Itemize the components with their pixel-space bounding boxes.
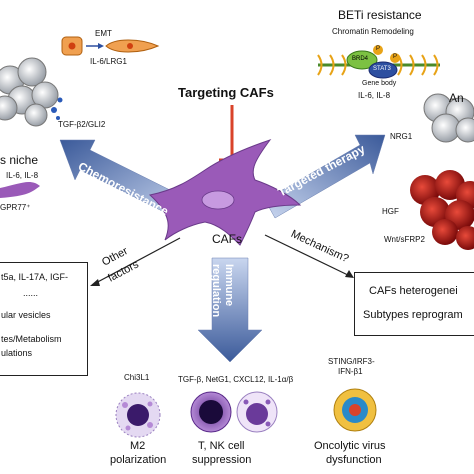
tnk-label-1: T, NK cell	[198, 440, 245, 452]
an-label: An	[449, 91, 464, 105]
phospho-site-2	[390, 53, 400, 63]
other-factors-line-2: ......	[23, 288, 39, 298]
chromatin-remodeling-label: Chromatin Remodeling	[332, 27, 414, 36]
cafs-label: CAFs	[212, 232, 242, 246]
emt-label: EMT	[95, 29, 112, 38]
il6-lrg1-label: IL-6/LRG1	[90, 57, 127, 66]
other-factors-arrow	[91, 237, 181, 286]
sting-label-2: IFN-β1	[338, 367, 363, 376]
mechanism-arrow	[264, 234, 353, 278]
oncolytic-label-2: dysfunction	[326, 454, 382, 466]
nrg1-label: NRG1	[390, 132, 413, 141]
sting-label-1: STING/IRF3-	[328, 357, 375, 366]
other-factors-box: t5a, IL-17A, IGF- ...... ular vesicles t…	[0, 262, 88, 376]
brd4-protein	[346, 50, 378, 70]
targeting-cafs-title: Targeting CAFs	[178, 85, 274, 100]
caf-cell-small-left	[0, 182, 40, 198]
il6-il8-label-left: IL-6, IL-8	[6, 171, 39, 180]
chromatin-graphic	[317, 45, 440, 79]
phospho-label-2: P	[393, 54, 398, 60]
gene-body-label: Gene body	[362, 80, 397, 87]
immune-regulation-arrow	[197, 257, 263, 363]
tnk-label-2: suppression	[192, 454, 252, 466]
immune-label-1: Immune	[223, 264, 235, 307]
gpr77-label: GPR77⁺	[0, 203, 31, 212]
mechanism-line-2: Subtypes reprogram	[363, 309, 463, 321]
oncolytic-virus	[333, 388, 377, 432]
stat3-label: STAT3	[373, 66, 391, 72]
tgf-gli2-label: TGF-β2/GLI2	[58, 120, 106, 129]
m2-label-1: M2	[130, 440, 146, 452]
brd4-label: BRD4	[352, 56, 369, 62]
t-cell-nucleus	[199, 400, 223, 424]
mechanism-line-1: CAFs heterogenei	[369, 285, 458, 297]
mechanism-box: CAFs heterogenei Subtypes reprogram	[354, 272, 474, 336]
niche-label: s niche	[0, 153, 39, 167]
other-factors-line-3: ular vesicles	[1, 310, 51, 320]
beti-resistance-title: BETi resistance	[338, 8, 422, 22]
cytokines-label: TGF-β, NetG1, CXCL12, IL-1α/β	[178, 375, 294, 384]
targeted-therapy-arrow	[264, 134, 386, 219]
macrophage-cell	[115, 392, 161, 438]
phospho-label-1: P	[376, 46, 381, 52]
other-factors-line-4: tes/Metabolism	[1, 334, 62, 344]
stat3-protein	[368, 61, 398, 79]
immune-label-2: regulation	[210, 264, 222, 318]
nk-cell	[236, 391, 278, 433]
chi3l1-label: Chi3L1	[124, 373, 150, 382]
il6-il8-label-right: IL-6, IL-8	[358, 91, 391, 100]
other-factors-line-1: t5a, IL-17A, IGF-	[1, 272, 69, 282]
cancer-cell-cluster-right	[423, 93, 474, 143]
phospho-site-1	[373, 45, 383, 55]
wnt-sfrp2-label: Wnt/sFRP2	[384, 235, 425, 244]
caf-nucleus	[201, 190, 235, 210]
tumor-mass	[410, 170, 474, 250]
other-factors-line-5: ulations	[1, 348, 33, 358]
m2-label-2: polarization	[110, 454, 167, 466]
hgf-label: HGF	[382, 207, 399, 216]
oncolytic-label-1: Oncolytic virus	[314, 440, 386, 452]
cancer-cell-cluster-left	[0, 57, 63, 127]
